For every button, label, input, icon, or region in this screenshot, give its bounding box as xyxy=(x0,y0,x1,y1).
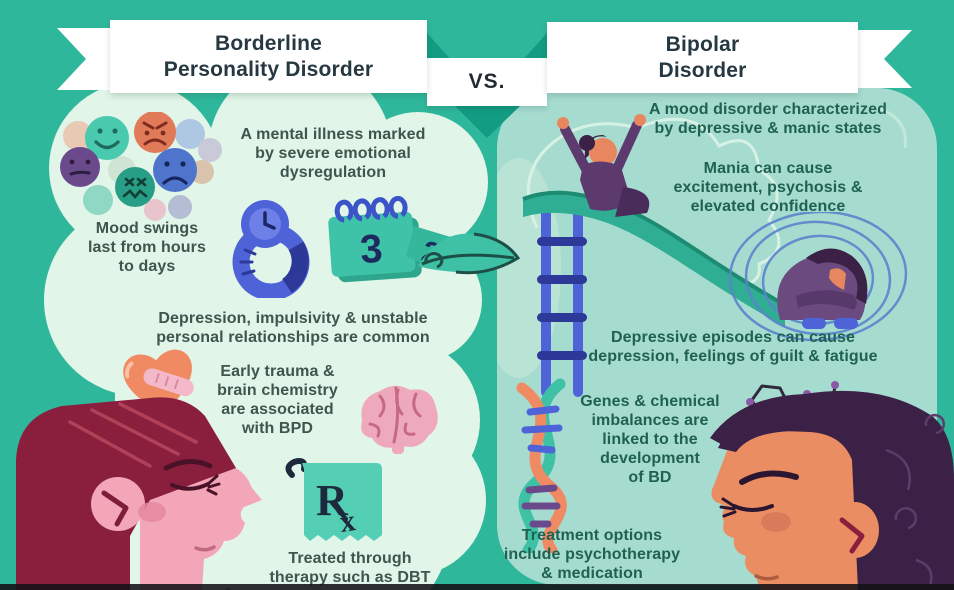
banner-right: Bipolar Disorder xyxy=(547,22,858,93)
hair-swirls xyxy=(885,413,945,587)
banner-left: Borderline Personality Disorder xyxy=(110,20,427,93)
banner-left-title: Borderline Personality Disorder xyxy=(163,31,374,81)
title-ribbon xyxy=(57,28,912,138)
crouching-person-illustration xyxy=(728,212,908,342)
bd-fact-depression: Depressive episodes can cause depression… xyxy=(588,329,878,365)
bottom-dark-bar xyxy=(0,584,954,590)
sad-face xyxy=(153,148,197,192)
bpd-fact-treatment: Treated through therapy such as DBT xyxy=(269,550,431,586)
person-on-slide-illustration xyxy=(522,114,786,397)
emoji-faces-cluster-icon xyxy=(60,112,222,221)
smiley-face xyxy=(85,116,129,160)
bpd-fact-causes: Early trauma & brain chemistry are assoc… xyxy=(217,363,338,437)
rx-prescription-icon: R x xyxy=(285,457,382,541)
bpd-fact-symptoms: Depression, impulsivity & unstable perso… xyxy=(156,310,430,346)
vs-label: VS. xyxy=(468,70,506,93)
bpd-fact-mood-swings: Mood swings last from hours to days xyxy=(88,220,206,275)
ribbon-bottom-notch xyxy=(455,106,520,138)
unamused-face xyxy=(60,147,100,187)
svg-text:3: 3 xyxy=(359,227,384,272)
bd-fact-mania: Mania can cause excitement, psychosis & … xyxy=(673,160,863,215)
right-woman-eye xyxy=(719,497,774,518)
bpd-fact-definition: A mental illness marked by severe emotio… xyxy=(240,126,426,181)
ribbon-fold-right xyxy=(521,33,547,62)
dna-helix-icon xyxy=(516,378,567,553)
right-woman-illustration xyxy=(710,390,954,590)
banner-right-title: Bipolar Disorder xyxy=(658,32,747,82)
ribbon-fold-left xyxy=(427,33,453,62)
left-woman-eye xyxy=(170,474,221,496)
ladder xyxy=(537,205,587,397)
corner-squiggle-decoration xyxy=(876,106,907,149)
ribbon-right-tail xyxy=(858,30,912,88)
banner-vs: VS. xyxy=(427,58,547,106)
bd-fact-treatment: Treatment options include psychotherapy … xyxy=(503,527,681,582)
left-woman-illustration xyxy=(16,397,262,590)
climber-person xyxy=(557,114,650,217)
wristwatch-icon xyxy=(232,200,310,298)
bd-fact-causes: Genes & chemical imbalances are linked t… xyxy=(580,393,720,486)
grimace-face xyxy=(115,167,155,207)
bd-fact-definition: A mood disorder characterized by depress… xyxy=(649,101,887,137)
left-woman-eyebrow xyxy=(163,459,213,471)
angry-face xyxy=(134,112,176,153)
ribbon-left-tail xyxy=(57,28,110,90)
brain-icon xyxy=(361,385,438,454)
teal-leaf-decoration xyxy=(418,232,521,275)
bandaged-heart-icon xyxy=(123,349,194,413)
right-woman-eyebrow xyxy=(739,470,799,485)
